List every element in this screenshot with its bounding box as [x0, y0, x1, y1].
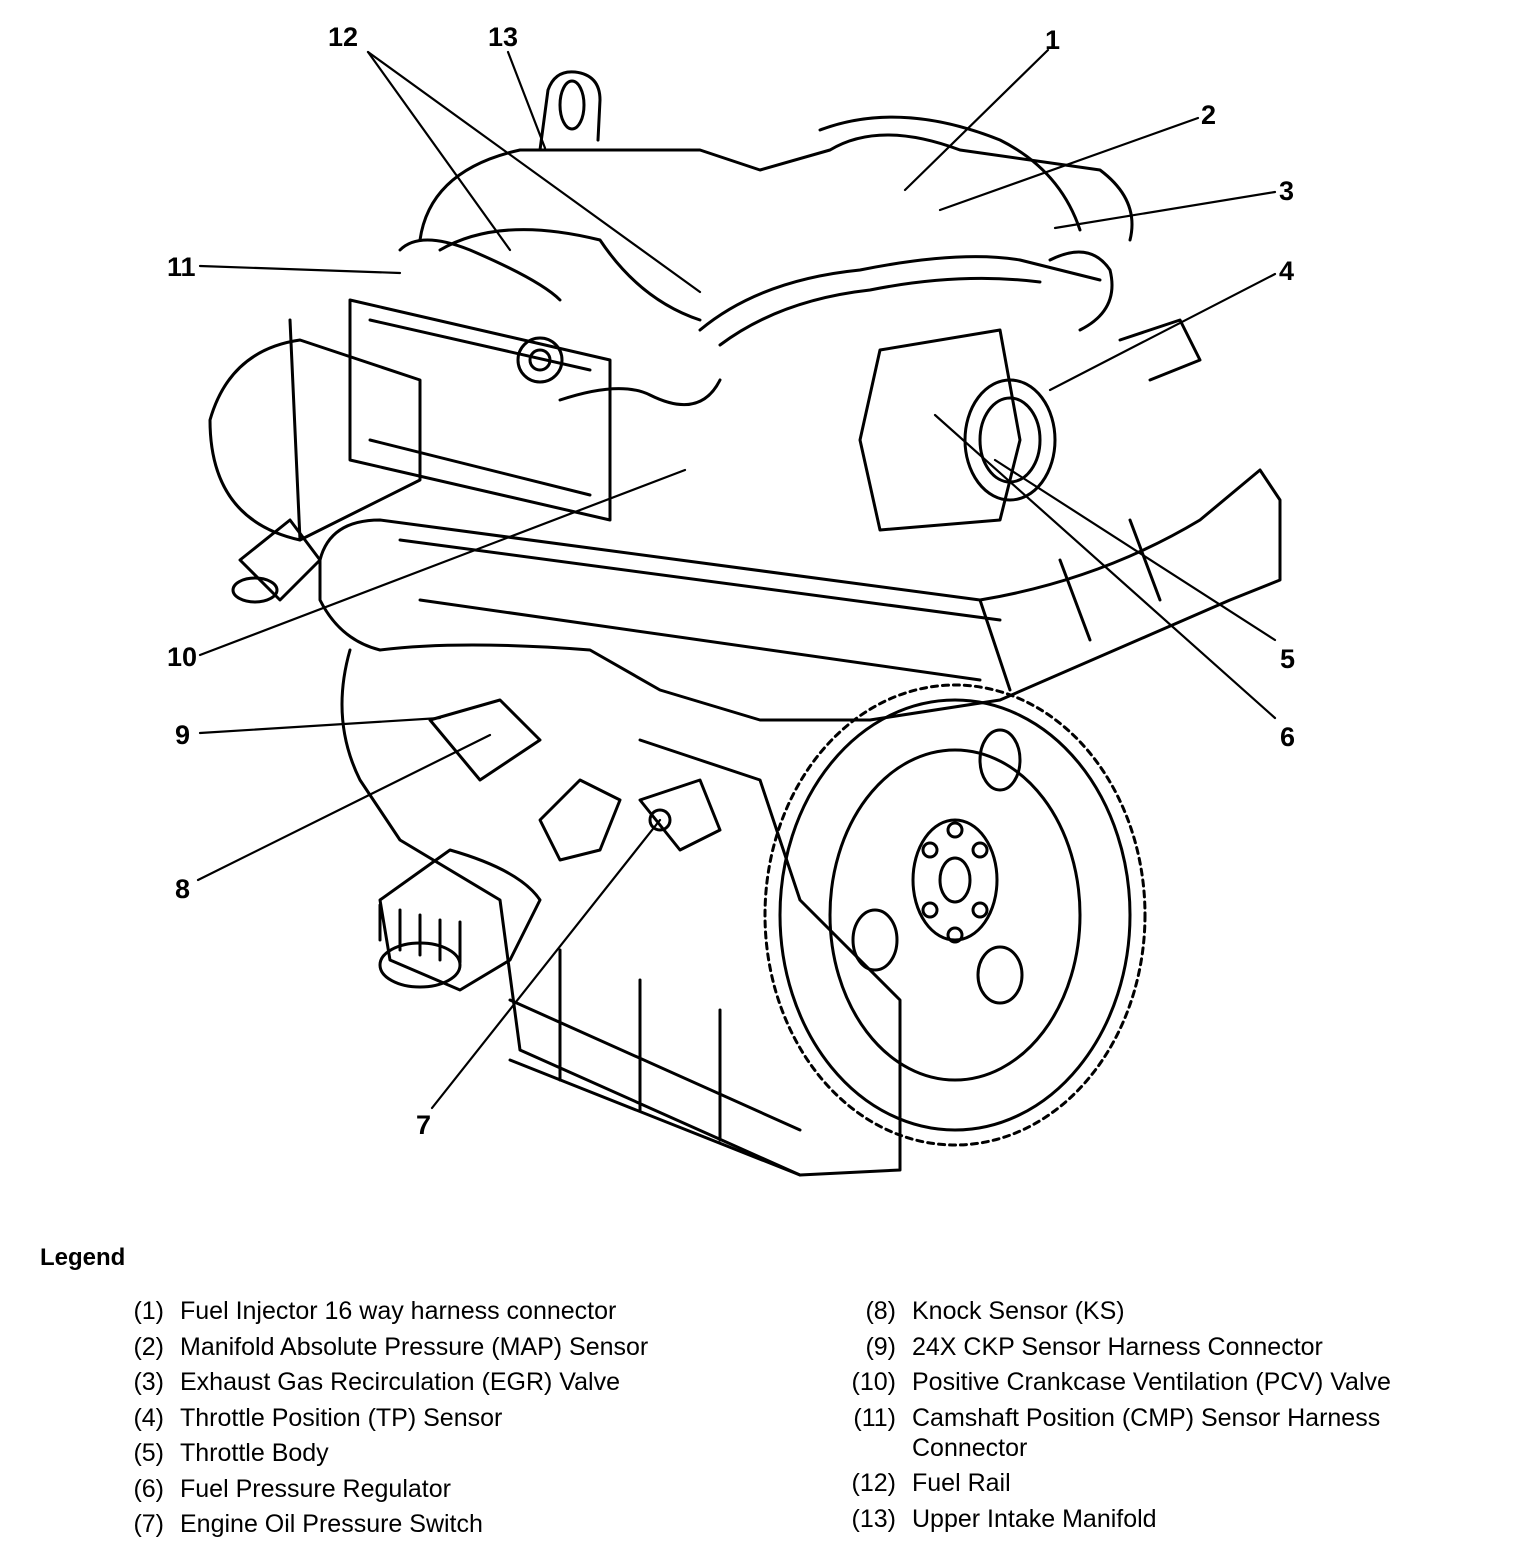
callout-4: 4 — [1279, 256, 1294, 286]
callout-9: 9 — [175, 720, 190, 750]
engine-diagram: 1 2 3 4 5 6 7 8 9 10 11 12 13 — [167, 22, 1295, 1177]
legend-item: (8) Knock Sensor (KS) — [836, 1296, 1486, 1326]
legend-item-label: Fuel Pressure Regulator — [180, 1474, 451, 1503]
legend-item-number: (4) — [133, 1403, 164, 1432]
legend-item-label: Camshaft Position (CMP) Sensor Harness C… — [912, 1403, 1381, 1462]
legend-item-number: (2) — [133, 1332, 164, 1361]
legend-title: Legend — [40, 1244, 126, 1271]
callout-7: 7 — [416, 1110, 431, 1140]
legend-item: (9) 24X CKP Sensor Harness Connector — [836, 1332, 1486, 1362]
legend-item-label: Throttle Position (TP) Sensor — [180, 1403, 503, 1432]
legend-item-label: Manifold Absolute Pressure (MAP) Sensor — [180, 1332, 649, 1361]
legend-item: (6) Fuel Pressure Regulator — [104, 1474, 744, 1504]
callout-leaders — [196, 48, 1277, 1110]
legend-item-number: (3) — [133, 1368, 164, 1396]
legend: Legend (1) Fuel Injector 16 way harness c… — [40, 1244, 1500, 1538]
callout-2: 2 — [1201, 100, 1216, 130]
legend-item: (1) Fuel Injector 16 way harness connecto… — [104, 1296, 744, 1326]
legend-item: (13) Upper Intake Manifold — [836, 1504, 1486, 1534]
legend-item: (5) Throttle Body — [104, 1438, 744, 1468]
legend-item: (11) Camshaft Position (CMP) Sensor Harne… — [836, 1403, 1486, 1463]
legend-item-number: (13) — [851, 1504, 896, 1533]
legend-item-label: Throttle Body — [180, 1439, 329, 1467]
legend-item: (10) Positive Crankcase Ventilation (PCV)… — [836, 1367, 1486, 1397]
legend-item: (3) Exhaust Gas Recirculation (EGR) Valve — [104, 1367, 744, 1397]
legend-item-number: (11) — [853, 1403, 896, 1432]
legend-item-number: (7) — [133, 1510, 164, 1538]
callout-13: 13 — [488, 22, 518, 52]
legend-item-label: Fuel Injector 16 way harness connector — [180, 1297, 617, 1325]
callout-labels: 1 2 3 4 5 6 7 8 9 10 11 12 13 — [167, 22, 1295, 1140]
legend-column-right: (8) Knock Sensor (KS) (9) 24X CKP Sensor H… — [836, 1296, 1486, 1539]
legend-item-label: Fuel Rail — [912, 1469, 1011, 1497]
legend-column-left: (1) Fuel Injector 16 way harness connecto… — [104, 1296, 744, 1545]
legend-item: (12) Fuel Rail — [836, 1468, 1486, 1498]
engine-illustration — [208, 70, 1282, 1177]
legend-item-number: (12) — [851, 1469, 896, 1497]
legend-item-label: 24X CKP Sensor Harness Connector — [912, 1332, 1323, 1361]
callout-5: 5 — [1280, 644, 1295, 674]
legend-item-number: (8) — [865, 1297, 896, 1325]
legend-item-number: (9) — [865, 1332, 896, 1361]
callout-11: 11 — [167, 252, 196, 282]
legend-item: (4) Throttle Position (TP) Sensor — [104, 1403, 744, 1433]
legend-item-number: (10) — [851, 1368, 896, 1396]
legend-item-label: Engine Oil Pressure Switch — [180, 1510, 483, 1538]
callout-8: 8 — [175, 874, 190, 904]
legend-item-label: Positive Crankcase Ventilation (PCV) Val… — [912, 1368, 1391, 1396]
legend-item-label: Upper Intake Manifold — [912, 1504, 1157, 1533]
legend-item-number: (1) — [133, 1297, 164, 1325]
callout-10: 10 — [167, 642, 197, 672]
legend-item: (2) Manifold Absolute Pressure (MAP) Sens… — [104, 1332, 744, 1362]
callout-3: 3 — [1279, 176, 1294, 206]
callout-1: 1 — [1045, 25, 1060, 55]
callout-6: 6 — [1280, 722, 1295, 752]
callout-12: 12 — [328, 22, 358, 52]
legend-item-label: Exhaust Gas Recirculation (EGR) Valve — [180, 1368, 620, 1396]
legend-item-number: (5) — [133, 1439, 164, 1467]
legend-item: (7) Engine Oil Pressure Switch — [104, 1509, 744, 1539]
legend-item-number: (6) — [133, 1474, 164, 1503]
legend-item-label: Knock Sensor (KS) — [912, 1297, 1125, 1325]
